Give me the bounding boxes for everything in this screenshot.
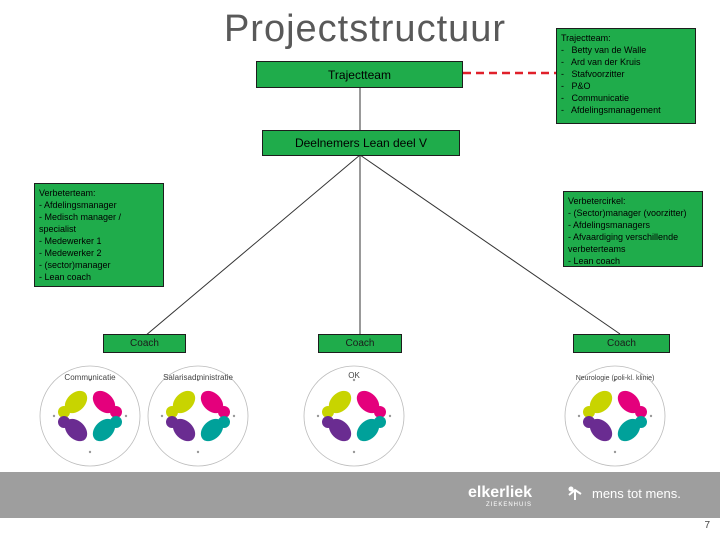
trajectteam-heading: Trajectteam:	[561, 33, 611, 43]
line-coach-left	[144, 154, 361, 337]
logo-salarisadministratie: Salarisadministratie	[147, 365, 249, 467]
list-item: Medisch manager / specialist	[39, 211, 159, 235]
trajectteam-members: Betty van de Walle Ard van der Kruis Sta…	[561, 44, 691, 116]
page-number: 7	[704, 520, 710, 531]
footer-bar	[0, 472, 720, 518]
logo-communicatie: Communicatie	[39, 365, 141, 467]
list-item: Stafvoorzitter	[561, 68, 691, 80]
list-item: Communicatie	[561, 92, 691, 104]
list-item: Ard van der Kruis	[561, 56, 691, 68]
coach-box-left: Coach	[103, 334, 186, 353]
verbetercirkel-box: Verbetercirkel: (Sector)manager (voorzit…	[563, 191, 703, 267]
list-item: Afdelingsmanagement	[561, 104, 691, 116]
trajectteam-box: Trajectteam	[256, 61, 463, 88]
verbetercirkel-heading: Verbetercirkel:	[568, 196, 626, 206]
logo-label: OK	[348, 371, 360, 380]
page-title: Projectstructuur	[223, 8, 507, 50]
verbeterteam-members: Afdelingsmanager Medisch manager / speci…	[39, 199, 159, 283]
list-item: Medewerker 2	[39, 247, 159, 259]
coach-box-middle: Coach	[318, 334, 402, 353]
list-item: Afdelingsmanager	[39, 199, 159, 211]
list-item: Medewerker 1	[39, 235, 159, 247]
slogan: mens tot mens.	[592, 486, 681, 501]
list-item: Lean coach	[39, 271, 159, 283]
brand-sub: ZIEKENHUIS	[486, 502, 533, 508]
list-item: Afdelingsmanagers	[568, 219, 698, 231]
list-item: Afvaardiging verschillende verbeterteams	[568, 231, 698, 255]
logo-ok: OK	[303, 365, 405, 467]
coach-box-right: Coach	[573, 334, 670, 353]
logo-neurologie: Neurologie (poli-kl. klinie)	[564, 365, 666, 467]
verbetercirkel-members: (Sector)manager (voorzitter) Afdelingsma…	[568, 207, 698, 267]
list-item: Betty van de Walle	[561, 44, 691, 56]
line-coach-right	[359, 154, 621, 335]
deelnemers-box: Deelnemers Lean deel V	[262, 130, 460, 156]
list-item: (Sector)manager (voorzitter)	[568, 207, 698, 219]
logo-label: Salarisadministratie	[163, 373, 233, 382]
list-item: (sector)manager	[39, 259, 159, 271]
list-item: P&O	[561, 80, 691, 92]
verbeterteam-box: Verbeterteam: Afdelingsmanager Medisch m…	[34, 183, 164, 287]
logo-label: Communicatie	[64, 373, 116, 382]
trajectteam-list-box: Trajectteam: Betty van de Walle Ard van …	[556, 28, 696, 124]
verbeterteam-heading: Verbeterteam:	[39, 188, 96, 198]
logo-label: Neurologie (poli-kl. klinie)	[576, 375, 655, 382]
brand-icon	[568, 486, 582, 500]
brand-name: elkerliek	[468, 484, 533, 501]
list-item: Lean coach	[568, 255, 698, 267]
